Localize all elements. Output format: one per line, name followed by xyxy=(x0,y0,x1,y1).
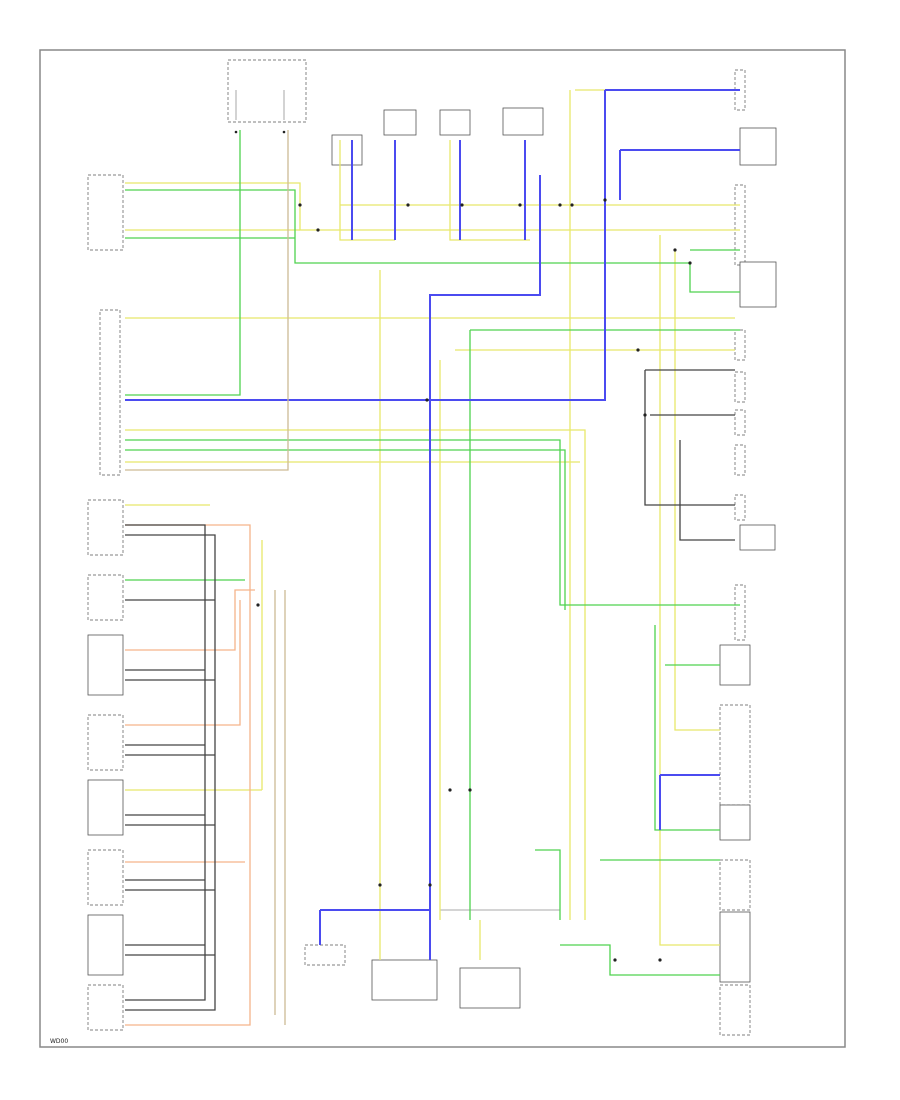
right-connector-7 xyxy=(734,409,746,436)
left-module-3 xyxy=(87,634,124,696)
right-module-4 xyxy=(739,261,777,308)
left-module-5 xyxy=(87,779,124,836)
module-box-b xyxy=(383,109,417,136)
bottom-module-left xyxy=(371,959,438,1001)
splice-nodes xyxy=(256,198,692,962)
right-connector-6 xyxy=(734,371,746,403)
right-connector-11 xyxy=(734,584,746,641)
wire-bundle-black xyxy=(125,369,735,1011)
left-module-4 xyxy=(87,714,124,771)
left-module-7 xyxy=(87,914,124,976)
top-fuse-group xyxy=(227,59,307,134)
right-connector-9 xyxy=(734,494,746,521)
left-connector-main xyxy=(99,309,121,476)
left-module-6 xyxy=(87,849,124,906)
module-box-d xyxy=(502,107,544,136)
wire-bundle-tan xyxy=(125,130,289,1025)
footer-code: WD00 xyxy=(50,1038,68,1045)
right-connector-3 xyxy=(734,184,746,266)
bottom-module-right xyxy=(459,967,521,1009)
right-connector-8 xyxy=(734,444,746,476)
module-box-c xyxy=(439,109,471,136)
right-connector-15 xyxy=(719,859,751,911)
right-connector-17 xyxy=(719,984,751,1036)
right-module-14 xyxy=(719,804,751,841)
left-connector-top xyxy=(87,174,124,251)
bottom-connector-left xyxy=(304,944,346,966)
diagram-frame xyxy=(39,49,846,1048)
wire-bundle-green xyxy=(125,130,740,976)
right-module-16 xyxy=(719,911,751,983)
right-connector-13 xyxy=(719,704,751,806)
left-module-8 xyxy=(87,984,124,1031)
right-module-2 xyxy=(739,127,777,166)
left-module-2 xyxy=(87,574,124,621)
right-module-10 xyxy=(739,524,776,551)
wire-bundle-blue xyxy=(125,89,740,960)
right-module-12 xyxy=(719,644,751,686)
right-connector-5 xyxy=(734,329,746,361)
left-module-1 xyxy=(87,499,124,556)
module-box-a xyxy=(331,134,363,166)
